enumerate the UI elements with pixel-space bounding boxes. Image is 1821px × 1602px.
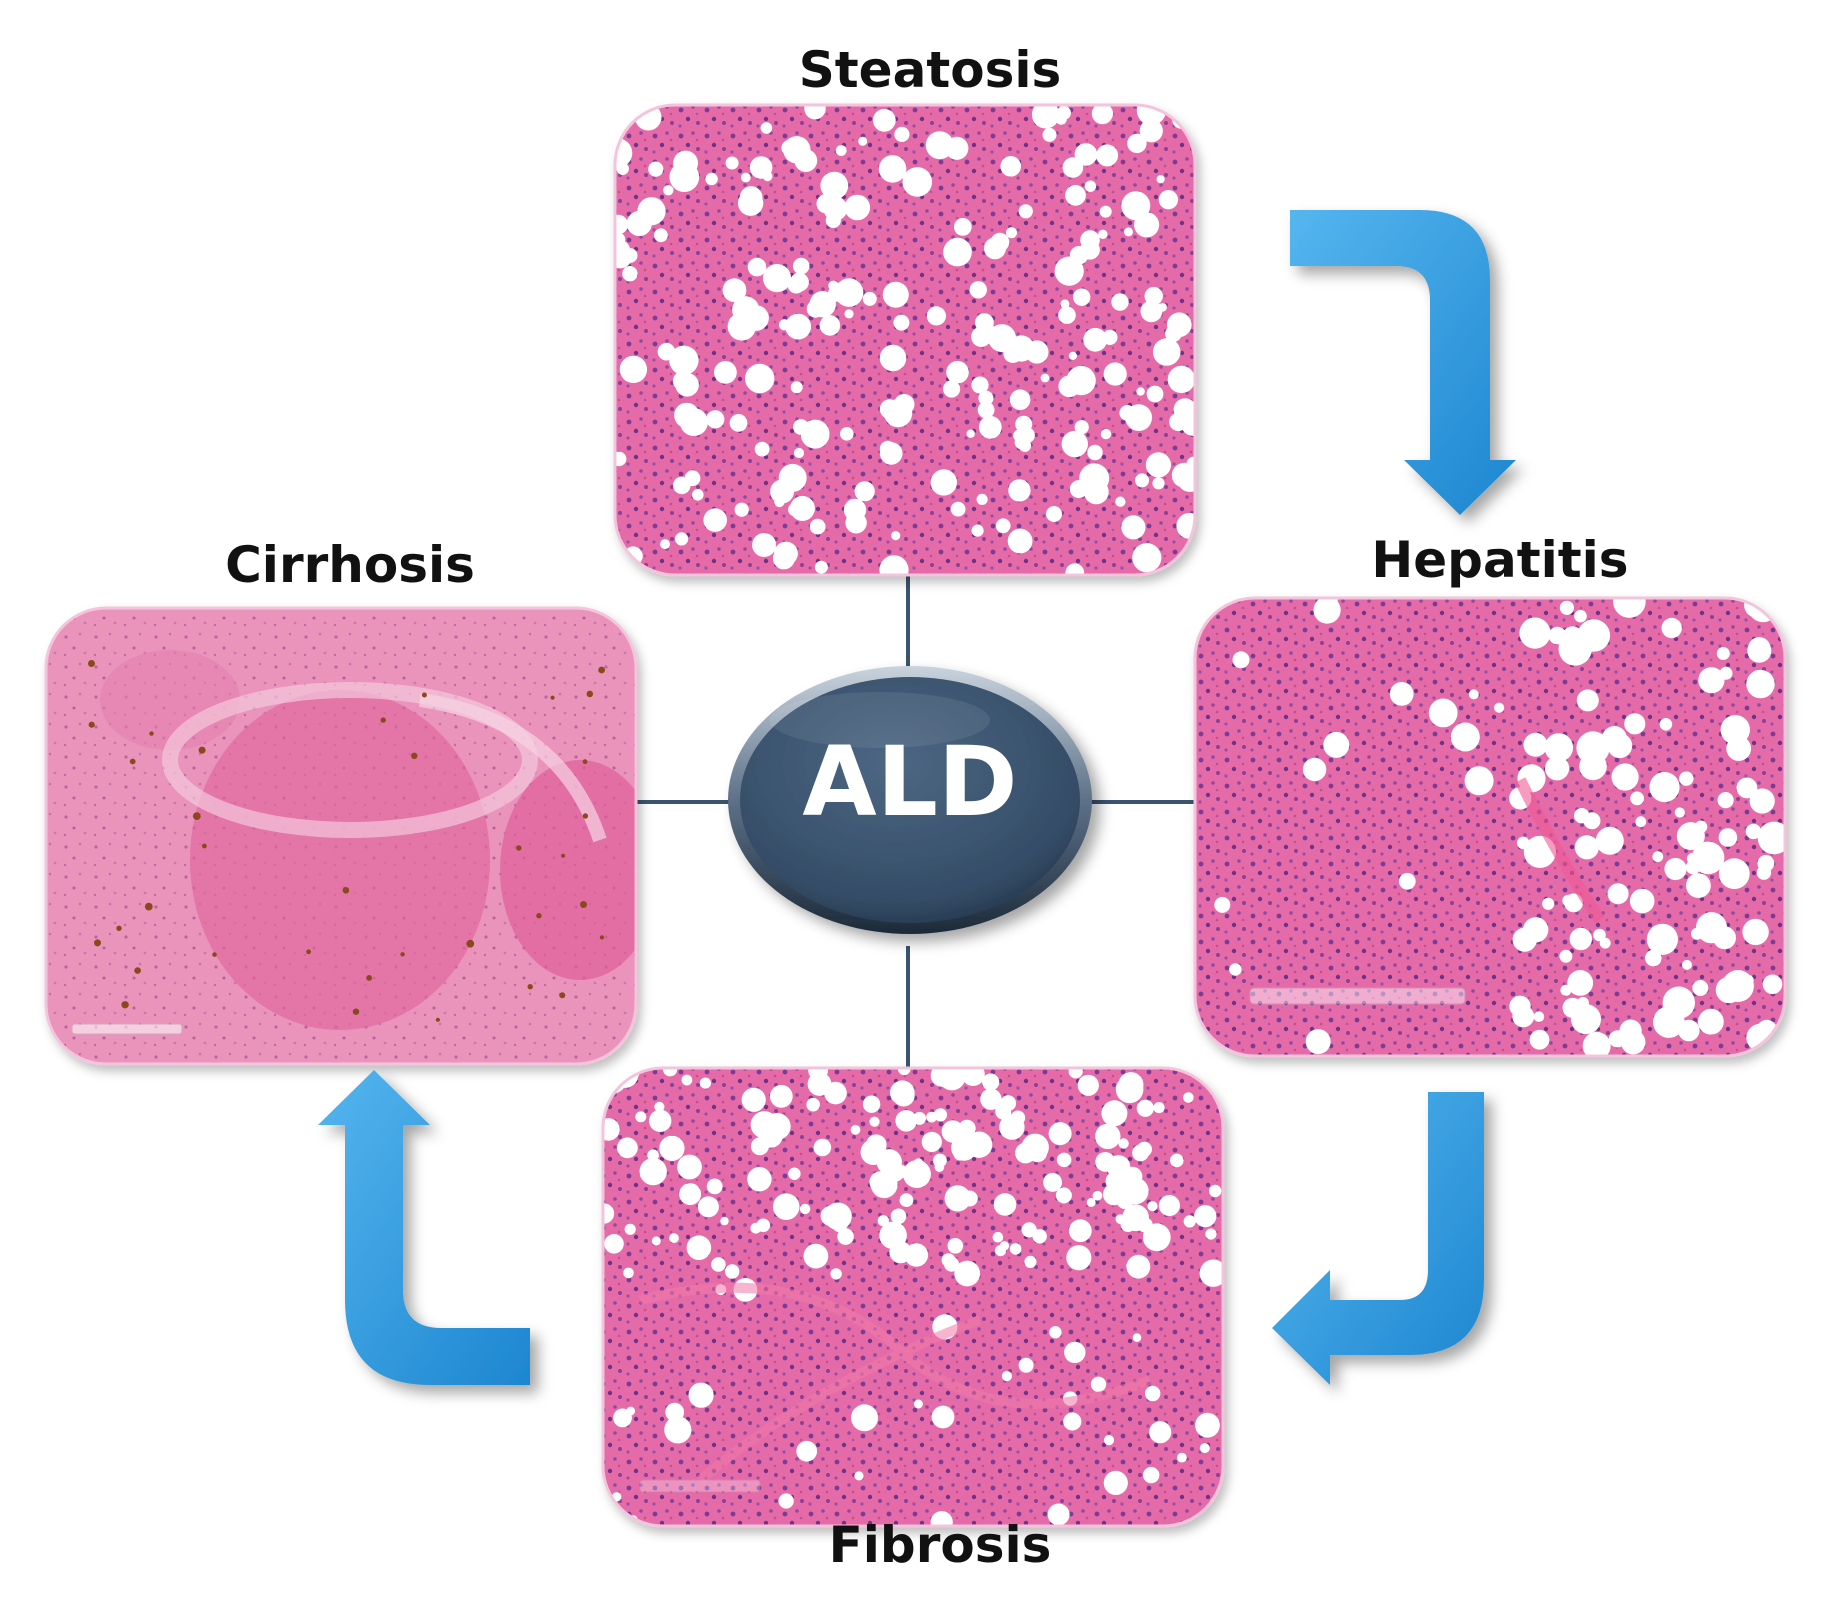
hepatitis-image: [1193, 596, 1787, 1058]
stage-label-fibrosis: Fibrosis: [828, 1516, 1052, 1574]
cirrhosis-image: [44, 606, 638, 1066]
stage-label-steatosis: Steatosis: [798, 41, 1062, 99]
arrow-fibrosis-to-cirrhosis: [318, 1070, 530, 1385]
steatosis-image: [613, 103, 1197, 577]
connector-lines: [636, 575, 1195, 1068]
stage-label-cirrhosis: Cirrhosis: [225, 536, 475, 594]
arrow-steatosis-to-hepatitis: [1290, 210, 1516, 515]
stage-label-hepatitis: Hepatitis: [1371, 531, 1629, 589]
curved-arrow-icon: [1290, 210, 1516, 515]
curved-arrow-icon: [1272, 1092, 1484, 1385]
curved-arrow-icon: [318, 1070, 530, 1385]
fibrosis-image: [601, 1066, 1225, 1528]
ald-oval: [728, 666, 1092, 934]
arrow-hepatitis-to-fibrosis: [1272, 1092, 1484, 1385]
ald-label: ALD: [802, 726, 1018, 838]
